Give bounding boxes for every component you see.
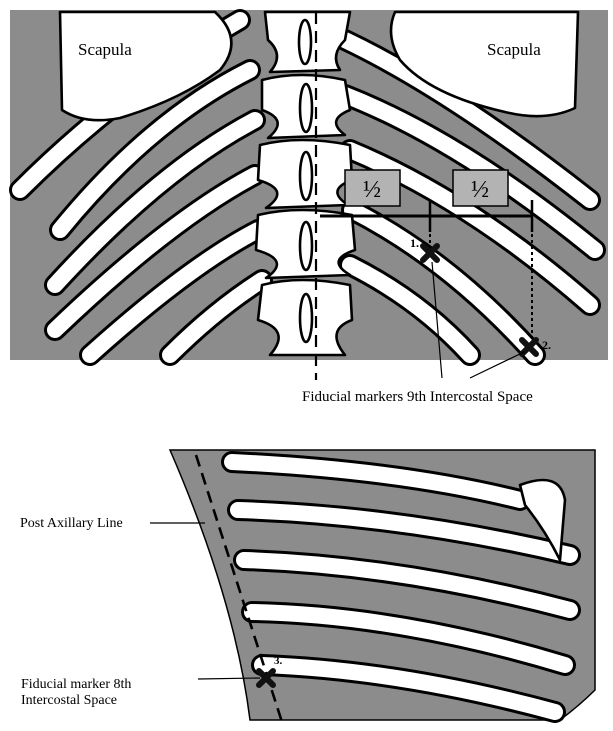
scapula-right-label: Scapula bbox=[487, 40, 541, 59]
posterior-rib-diagram: Scapula Scapula ½ ½ 1. bbox=[10, 10, 608, 405]
half-label-2: ½ bbox=[471, 177, 489, 203]
marker-1-label: 1. bbox=[410, 236, 419, 250]
caption-8th-intercostal-line1: Fiducial marker 8th bbox=[21, 677, 131, 692]
caption-9th-intercostal: Fiducial markers 9th Intercostal Space bbox=[302, 389, 533, 405]
axillary-line-label: Post Axillary Line bbox=[20, 516, 123, 531]
marker-2-label: 2. bbox=[542, 338, 551, 352]
half-box-1: ½ bbox=[345, 170, 400, 206]
marker-3-label: 3. bbox=[274, 655, 283, 667]
half-label-1: ½ bbox=[363, 177, 381, 203]
caption-8th-intercostal-line2: Intercostal Space bbox=[21, 693, 117, 708]
lateral-rib-diagram: Post Axillary Line 3. Fiducial marker 8t… bbox=[20, 450, 595, 722]
half-box-2: ½ bbox=[453, 170, 508, 206]
scapula-left-label: Scapula bbox=[78, 40, 132, 59]
